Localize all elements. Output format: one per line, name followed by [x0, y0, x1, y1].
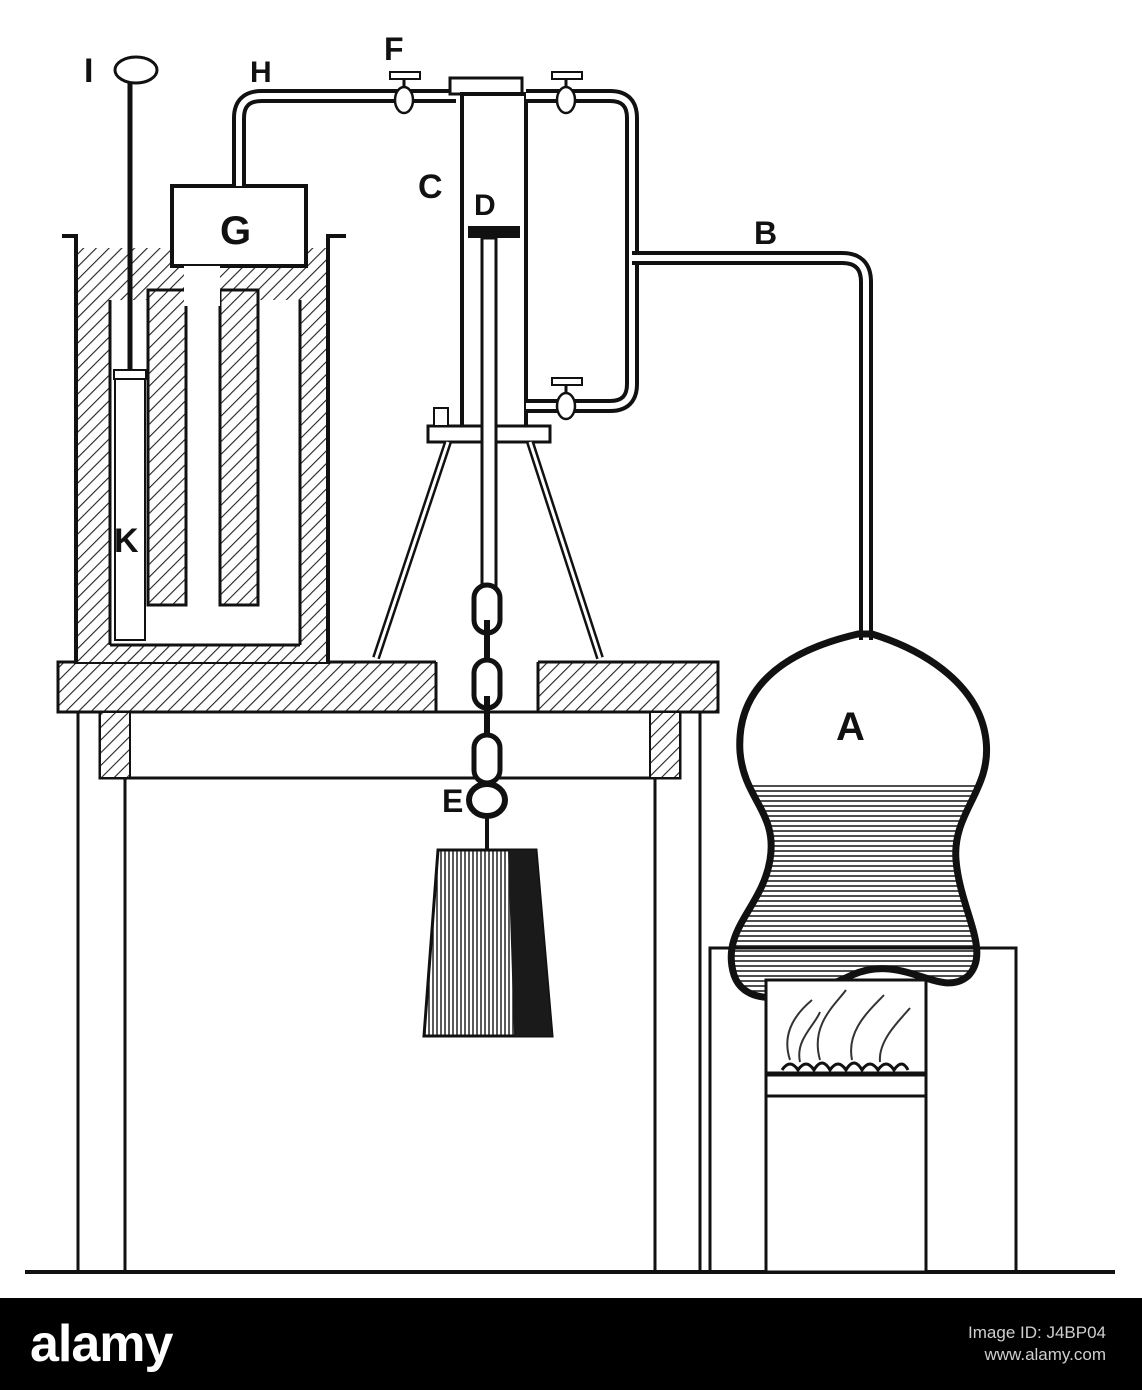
label-i: I	[84, 52, 93, 90]
image-id-label: Image ID: J4BP04	[968, 1323, 1106, 1342]
alamy-logo: alamy	[30, 1315, 173, 1373]
site-url: www.alamy.com	[984, 1345, 1106, 1364]
label-g: G	[220, 209, 251, 253]
label-h: H	[250, 56, 272, 89]
label-a: A	[836, 705, 865, 749]
chain	[466, 582, 508, 850]
table	[56, 660, 720, 1270]
label-e: E	[442, 783, 463, 819]
bypass-pipe	[526, 89, 639, 413]
furnace	[708, 946, 1018, 1274]
vessel-g	[170, 184, 308, 306]
label-c: C	[418, 168, 443, 206]
weight-e	[422, 848, 554, 1038]
valve-top-right[interactable]	[551, 71, 583, 115]
condenser-tank	[62, 234, 346, 664]
valve-f[interactable]	[389, 71, 421, 115]
label-d: D	[474, 189, 496, 222]
engine-diagram: I H F G C D B K A E	[25, 31, 1115, 1274]
tripod	[372, 440, 604, 660]
label-f: F	[384, 31, 404, 67]
label-k: K	[114, 522, 139, 560]
piston-d	[468, 226, 520, 590]
pipe-b	[632, 251, 873, 640]
valve-bottom-right[interactable]	[551, 377, 583, 421]
pump-rod-i	[113, 55, 159, 380]
image-meta: Image ID: J4BP04 www.alamy.com	[968, 1323, 1106, 1365]
boiler-a	[727, 630, 991, 1002]
image-id-row: Image ID: J4BP04	[968, 1323, 1106, 1343]
label-b: B	[754, 215, 777, 251]
watermark-bar: alamy Image ID: J4BP04 www.alamy.com	[0, 1298, 1142, 1390]
